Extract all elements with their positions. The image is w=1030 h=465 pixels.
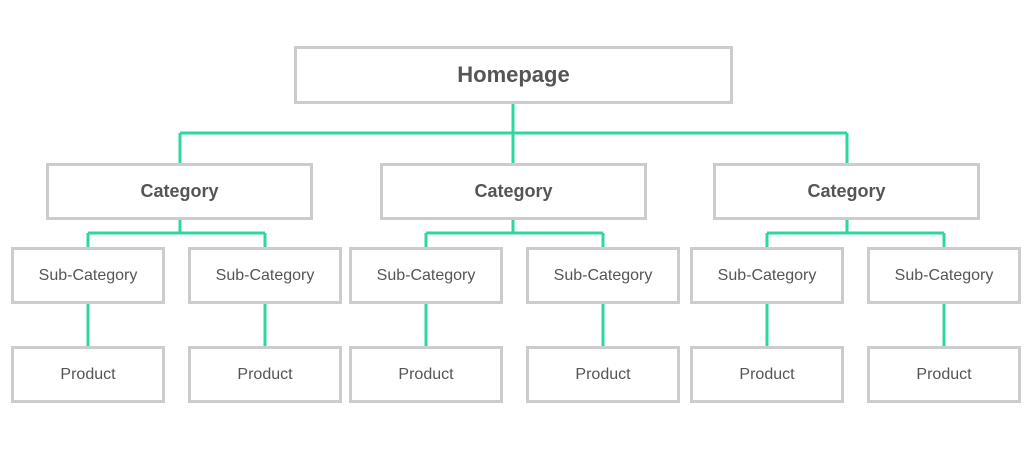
product-label: Product [916, 365, 972, 383]
product-node-5: Product [690, 346, 844, 403]
product-label: Product [237, 365, 293, 383]
subcategory-node-4: Sub-Category [526, 247, 680, 304]
product-node-1: Product [11, 346, 165, 403]
subcategory-label: Sub-Category [553, 266, 653, 284]
category-label: Category [140, 181, 219, 201]
subcategory-node-2: Sub-Category [188, 247, 342, 304]
product-node-3: Product [349, 346, 503, 403]
category-node-3: Category [713, 163, 980, 220]
subcategory-node-6: Sub-Category [867, 247, 1021, 304]
product-label: Product [60, 365, 116, 383]
connector-category-1-subs [86, 220, 267, 247]
subcategory-label: Sub-Category [717, 266, 817, 284]
product-label: Product [575, 365, 631, 383]
homepage-node: Homepage [294, 46, 733, 104]
category-node-1: Category [46, 163, 313, 220]
connector-category-3-subs [765, 220, 946, 247]
product-node-6: Product [867, 346, 1021, 403]
connector-home-categories [178, 104, 849, 163]
subcategory-label: Sub-Category [38, 266, 138, 284]
category-label: Category [474, 181, 553, 201]
product-label: Product [398, 365, 454, 383]
product-node-4: Product [526, 346, 680, 403]
subcategory-label: Sub-Category [894, 266, 994, 284]
connector-category-2-subs [424, 220, 605, 247]
category-label: Category [807, 181, 886, 201]
product-label: Product [739, 365, 795, 383]
subcategory-node-1: Sub-Category [11, 247, 165, 304]
connector-sub-products [86, 304, 946, 346]
product-node-2: Product [188, 346, 342, 403]
subcategory-label: Sub-Category [215, 266, 315, 284]
category-node-2: Category [380, 163, 647, 220]
homepage-label: Homepage [457, 62, 570, 87]
subcategory-label: Sub-Category [376, 266, 476, 284]
subcategory-node-3: Sub-Category [349, 247, 503, 304]
subcategory-node-5: Sub-Category [690, 247, 844, 304]
